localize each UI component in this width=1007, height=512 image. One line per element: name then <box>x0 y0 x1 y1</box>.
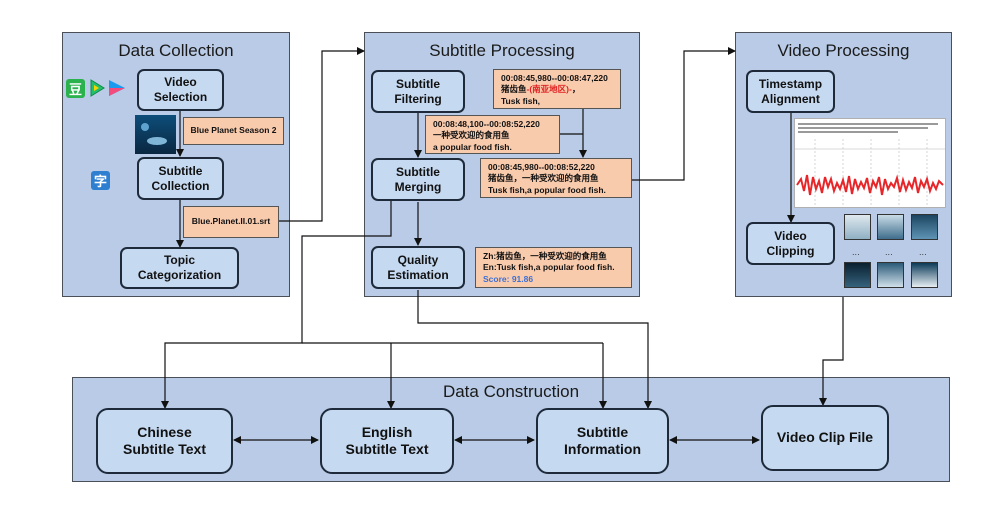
merged-note-timestamp: 00:08:45,980--00:08:52,220 <box>488 162 595 172</box>
frame-ellipsis-2: ... <box>885 248 893 257</box>
quality-note-en: En:Tusk fish,a popular food fish. <box>483 262 615 273</box>
video-processing-title: Video Processing <box>777 41 910 60</box>
quality-note-score: Score: 91.86 <box>483 273 534 284</box>
quality-estimation-box: Quality Estimation <box>371 246 465 289</box>
blue-planet-note: Blue Planet Season 2 <box>183 117 284 145</box>
second-note-timestamp: 00:08:48,100--00:08:52,220 <box>433 119 540 129</box>
subtitle-merging-box: Subtitle Merging <box>371 158 465 201</box>
video-frame-thumbnail-6 <box>911 262 938 288</box>
video-selection-box: Video Selection <box>137 69 224 111</box>
filter-note-chinese-plain: 猪齿鱼 <box>501 84 527 95</box>
topic-categorization-box: Topic Categorization <box>120 247 239 289</box>
douban-icon-glyph: 豆 <box>68 83 82 98</box>
video-clipping-box: Video Clipping <box>746 222 835 265</box>
filter-note-chinese: 猪齿鱼-(南亚地区)-， <box>501 84 613 95</box>
video-frame-thumbnail-3 <box>911 214 938 240</box>
video-clip-file-box: Video Clip File <box>761 405 889 471</box>
subtitle-collection-box: Subtitle Collection <box>137 157 224 200</box>
merged-note-english: Tusk fish,a popular food fish. <box>488 184 606 195</box>
subtitle-zi-glyph: 字 <box>93 175 107 190</box>
second-note-english: a popular food fish. <box>433 141 512 152</box>
waveform-icon <box>795 139 945 207</box>
frame-ellipsis-1: ... <box>852 248 860 257</box>
arrow-to-chinese-text <box>161 200 392 409</box>
video-frame-thumbnail-5 <box>877 262 904 288</box>
video-frame-thumbnail-2 <box>877 214 904 240</box>
arrow-to-subtitle-information-b <box>417 290 652 409</box>
second-example-note: 00:08:48,100--00:08:52,220 一种受欢迎的食用鱼 a p… <box>425 115 560 154</box>
filter-example-note: 00:08:45,980--00:08:47,220 猪齿鱼-(南亚地区)-， … <box>493 69 621 109</box>
filter-note-removed-text: -(南亚地区)- <box>526 84 572 95</box>
iqiyi-play-icon <box>90 79 105 97</box>
subtitle-zi-icon: 字 <box>91 171 110 190</box>
frame-ellipsis-3: ... <box>919 248 927 257</box>
arrow-to-video-clip-file <box>819 297 844 406</box>
data-construction-title: Data Construction <box>442 382 580 401</box>
filter-note-english: Tusk fish, <box>501 95 541 106</box>
blue-planet-cover-thumbnail <box>135 115 176 154</box>
merged-example-note: 00:08:45,980--00:08:52,220 猪齿鱼，一种受欢迎的食用鱼… <box>480 158 632 198</box>
chinese-subtitle-text-box: Chinese Subtitle Text <box>96 408 233 474</box>
timestamp-alignment-box: Timestamp Alignment <box>746 70 835 113</box>
arrow-srt-to-subtitle-processing <box>278 47 365 222</box>
filter-note-timestamp: 00:08:45,980--00:08:47,220 <box>501 73 608 83</box>
douban-icon: 豆 <box>66 79 85 98</box>
subtitle-filtering-box: Subtitle Filtering <box>371 70 465 113</box>
english-subtitle-text-box: English Subtitle Text <box>320 408 454 474</box>
subtitle-processing-title: Subtitle Processing <box>429 41 575 60</box>
quality-example-note: Zh:猪齿鱼，一种受欢迎的食用鱼 En:Tusk fish,a popular … <box>475 247 632 288</box>
subtitle-information-box: Subtitle Information <box>536 408 669 474</box>
srt-file-note: Blue.Planet.II.01.srt <box>183 206 279 238</box>
video-frame-thumbnail-4 <box>844 262 871 288</box>
youku-play-icon <box>109 80 125 96</box>
arrow-to-video-processing <box>631 47 736 181</box>
quality-note-zh: Zh:猪齿鱼，一种受欢迎的食用鱼 <box>483 251 607 261</box>
merged-note-chinese: 猪齿鱼，一种受欢迎的食用鱼 <box>488 173 599 184</box>
second-note-chinese: 一种受欢迎的食用鱼 <box>433 130 510 141</box>
data-collection-title: Data Collection <box>118 41 234 60</box>
filter-note-chinese-tail: ， <box>571 84 581 95</box>
audio-waveform-preview <box>794 118 946 208</box>
video-frame-thumbnail-1 <box>844 214 871 240</box>
